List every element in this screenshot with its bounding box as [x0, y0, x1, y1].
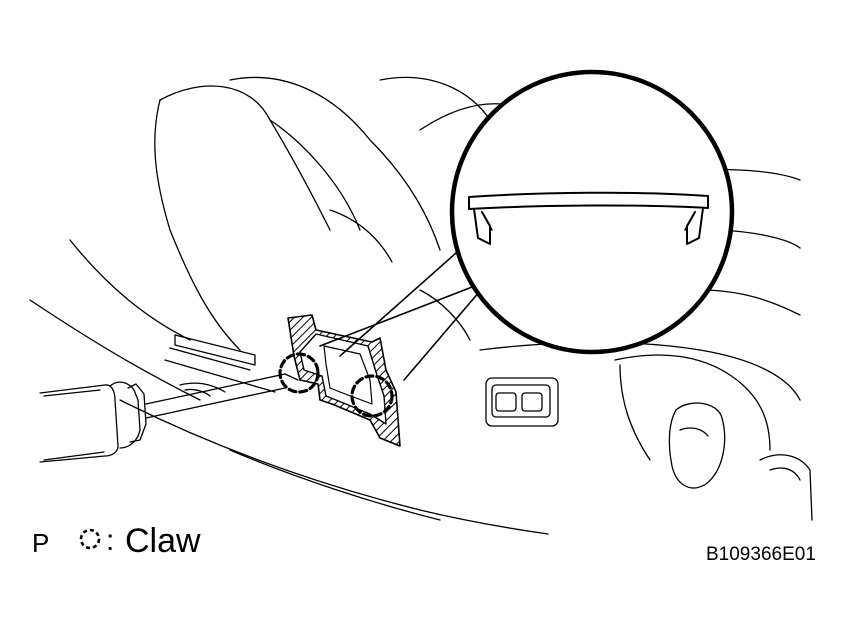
legend-colon: : [106, 524, 115, 557]
screwdriver [39, 373, 299, 463]
clip-cross-section [287, 314, 401, 447]
seat-rail [164, 334, 276, 397]
detail-magnifier [449, 69, 735, 355]
legend-prefix: P [32, 528, 50, 558]
claw-marker-right [350, 374, 394, 418]
seat-back-outline [154, 76, 511, 351]
figure-code: B109366E01 [706, 544, 816, 565]
seat-cushion-outline [29, 168, 801, 535]
claw-markers [278, 352, 394, 418]
dashed-circle-claw-icon [79, 528, 101, 550]
legend-claw-label: Claw [125, 522, 201, 560]
callout-leader [319, 244, 487, 381]
seat-switch-panel [485, 354, 813, 521]
claw-marker-left [278, 352, 320, 394]
